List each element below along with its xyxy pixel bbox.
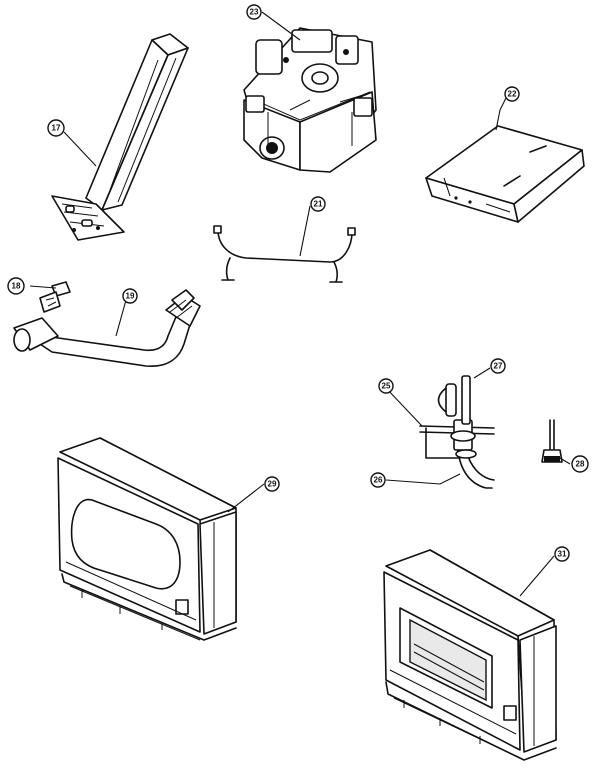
- part-burner-box-left: [57, 437, 237, 641]
- callout-17: 17: [47, 119, 65, 137]
- part-shield-plate: [425, 125, 585, 223]
- part-fitting: [39, 281, 71, 313]
- callout-25-label: 25: [382, 382, 391, 391]
- callout-22: 22: [504, 86, 520, 102]
- part-burner-box-right: [383, 549, 557, 761]
- callout-26: 26: [370, 472, 386, 488]
- callout-21-label: 21: [314, 200, 323, 209]
- callout-26-label: 26: [374, 476, 383, 485]
- callout-18: 18: [7, 277, 25, 295]
- callout-19: 19: [122, 288, 138, 304]
- callout-31: 31: [554, 546, 570, 562]
- part-gas-tube: [13, 289, 201, 367]
- callout-31-label: 31: [558, 550, 567, 559]
- callout-28-label: 28: [576, 460, 585, 469]
- callout-17-label: 17: [52, 124, 61, 133]
- part-wire-harness: [213, 225, 356, 283]
- callout-23-label: 23: [250, 8, 259, 17]
- part-gas-valve: [243, 27, 377, 173]
- part-burner-bracket: [51, 33, 189, 241]
- part-thermocouple: [541, 419, 563, 463]
- callout-23: 23: [246, 4, 262, 20]
- leader-lines: [29, 11, 571, 597]
- callout-19-label: 19: [126, 292, 135, 301]
- callout-27-label: 27: [494, 362, 503, 371]
- callout-29: 29: [264, 476, 280, 492]
- callout-25: 25: [378, 378, 394, 394]
- callout-18-label: 18: [12, 282, 21, 291]
- callout-27: 27: [490, 358, 506, 374]
- part-pilot-assembly: [419, 375, 495, 489]
- callout-28: 28: [571, 455, 589, 473]
- callout-21: 21: [310, 196, 326, 212]
- callout-29-label: 29: [268, 480, 277, 489]
- callout-22-label: 22: [508, 90, 517, 99]
